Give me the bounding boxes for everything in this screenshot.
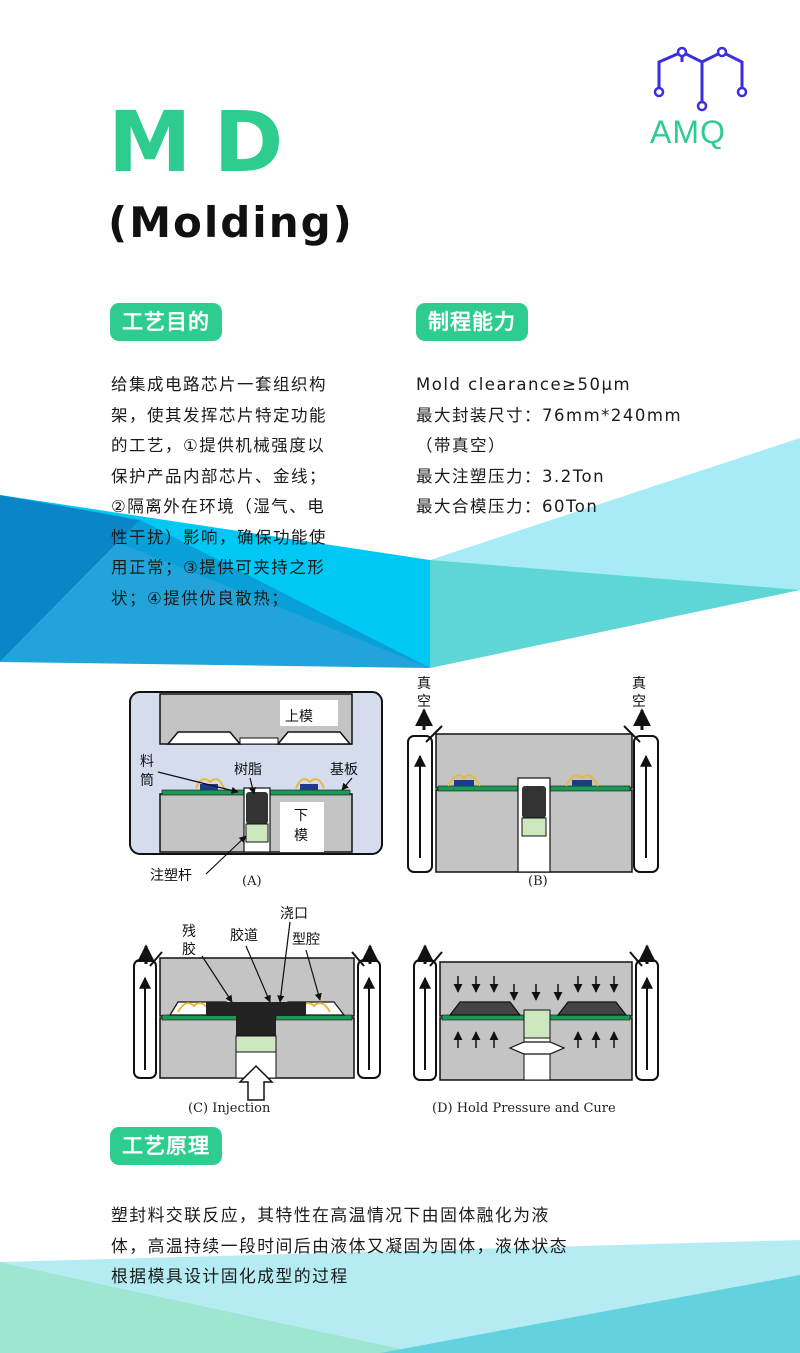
capability-line: 最大注塑压力：3.2Ton: [416, 466, 606, 486]
label-resin: 树脂: [234, 762, 262, 778]
panel-c: [133, 957, 381, 1101]
label-cull-1: 残: [182, 924, 196, 940]
bg-teal-right: [430, 560, 800, 668]
page-subtitle: (Molding): [108, 198, 354, 247]
purpose-heading: 工艺目的: [110, 303, 222, 341]
purpose-line: 性干扰）影响，确保功能使: [111, 527, 327, 547]
label-substrate: 基板: [330, 761, 358, 778]
caption-b: (B): [528, 874, 548, 889]
bg-bottom-teal: [380, 1275, 800, 1353]
label-lower-mold-2: 模: [294, 828, 308, 844]
label-cavity: 型腔: [292, 932, 320, 948]
label-pot-1: 料: [140, 754, 154, 770]
capability-line: Mold clearance≥50μm: [416, 375, 632, 394]
label-gate: 浇口: [280, 906, 308, 922]
principle-line: 塑封料交联反应，其特性在高温情况下由固体融化为液: [111, 1205, 550, 1225]
purpose-line: 的工艺，①提供机械强度以: [111, 436, 326, 455]
panel-d: [413, 959, 659, 1081]
panel-b: [407, 725, 659, 873]
plunger: [245, 823, 269, 843]
principle-line: 体，高温持续一段时间后由液体又凝固为固体，液体状态: [111, 1235, 569, 1256]
capability-line: 最大封装尺寸：76mm*240mm: [416, 405, 683, 425]
bg-blue-left: [0, 495, 140, 662]
injection-arrow-icon: [238, 1064, 274, 1101]
capability-line: 最大合模压力：60Ton: [416, 497, 599, 516]
label-vacuum-left-2: 空: [417, 694, 431, 710]
molding-process-diagram: 上模 下 模 料 筒 树脂 基板 注塑杆 (A): [129, 676, 659, 1116]
label-pot-2: 筒: [140, 772, 154, 789]
principle-heading: 工艺原理: [110, 1127, 222, 1165]
label-plunger: 注塑杆: [150, 868, 192, 884]
caption-c: (C) Injection: [188, 1101, 271, 1116]
bg-blue-mid: [0, 520, 430, 668]
label-cull-2: 胶: [182, 941, 196, 958]
caption-a: (A): [242, 874, 262, 889]
purpose-line: 架，使其发挥芯片特定功能: [111, 405, 327, 425]
capability-text: Mold clearance≥50μm 最大封装尺寸：76mm*240mm （带…: [416, 370, 776, 523]
label-runner: 胶道: [230, 927, 258, 944]
caption-d: (D) Hold Pressure and Cure: [432, 1101, 616, 1116]
capability-heading: 制程能力: [416, 303, 528, 341]
label-lower-mold-1: 下: [294, 808, 308, 824]
amq-logo-icon: [653, 46, 748, 112]
page-title: MD: [108, 93, 306, 191]
resin-pellet: [246, 792, 268, 824]
purpose-line: 状；④提供优良散热；: [111, 588, 290, 608]
purpose-line: 用正常；③提供可夹持之形: [111, 558, 326, 577]
logo-text: AMQ: [650, 114, 726, 150]
label-upper-mold: 上模: [285, 709, 313, 725]
panel-a: 上模 下 模 料 筒 树脂 基板: [129, 691, 383, 875]
label-vacuum-right-2: 空: [632, 694, 646, 710]
label-vacuum-right-1: 真: [632, 676, 646, 692]
purpose-line: 给集成电路芯片一套组织构: [111, 375, 327, 394]
purpose-line: 保护产品内部芯片、金线；: [111, 466, 327, 486]
capability-line: （带真空）: [416, 436, 506, 455]
purpose-text: 给集成电路芯片一套组织构 架，使其发挥芯片特定功能 的工艺，①提供机械强度以 保…: [111, 370, 381, 614]
principle-line: 根据模具设计固化成型的过程: [111, 1266, 349, 1286]
purpose-line: ②隔离外在环境（湿气、电: [111, 497, 326, 516]
principle-text: 塑封料交联反应，其特性在高温情况下由固体融化为液 体，高温持续一段时间后由液体又…: [111, 1200, 671, 1292]
label-vacuum-left-1: 真: [417, 676, 431, 692]
